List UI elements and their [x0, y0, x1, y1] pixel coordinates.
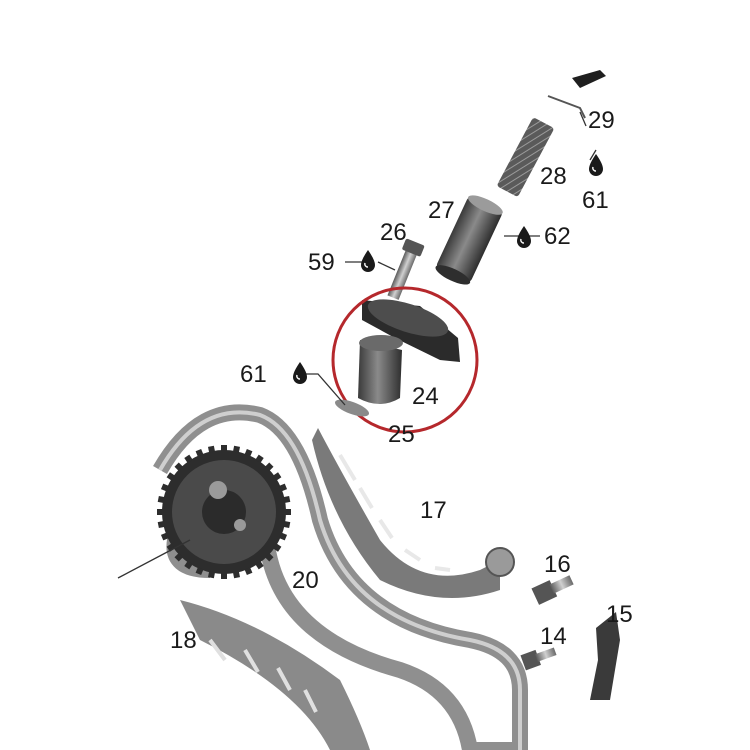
sprocket-tooth	[157, 520, 165, 529]
sprocket-tooth	[273, 472, 282, 481]
callout-61-left: 61	[240, 361, 267, 388]
part-14-bolt	[520, 647, 557, 671]
part-18-lower-guide	[180, 600, 370, 750]
callout-28: 28	[540, 163, 567, 190]
sprocket-tooth	[195, 567, 204, 576]
part-24-highlighted-component	[358, 299, 460, 404]
callout-20: 20	[292, 567, 319, 594]
callout-25: 25	[388, 421, 415, 448]
sprocket-tooth	[207, 571, 216, 579]
sprocket-tooth	[283, 495, 291, 504]
part-27-sleeve	[435, 195, 503, 285]
callout-26: 26	[380, 219, 407, 246]
sprocket-tooth	[157, 509, 163, 515]
sprocket-tooth	[184, 454, 193, 463]
part-16-pin	[531, 575, 574, 605]
callout-61-top: 61	[582, 187, 609, 214]
sprocket-tooth	[285, 509, 291, 515]
sprocket-tooth	[221, 573, 227, 579]
callout-16: 16	[544, 551, 571, 578]
callout-27: 27	[428, 197, 455, 224]
sprocket-tooth	[255, 561, 264, 570]
sprocket-tooth	[273, 543, 282, 552]
sprocket-tooth	[244, 448, 253, 457]
sprocket-tooth	[166, 472, 175, 481]
part-28-filter	[497, 118, 554, 197]
sprocket-tooth	[195, 448, 204, 457]
sprocket-tooth	[283, 520, 291, 529]
oil-drop-icon	[293, 362, 307, 384]
sprocket-tooth	[255, 454, 264, 463]
part-29-clip	[547, 70, 606, 119]
sprocket-tooth	[207, 445, 216, 453]
sprocket-tooth	[232, 571, 241, 579]
sprocket-tooth	[160, 532, 169, 541]
leader-lines	[117, 111, 597, 579]
callout-labels: 29 28 61 27 62 26 59 24 61 25 17 16 20 1…	[170, 107, 633, 654]
sprocket-tooth	[232, 445, 241, 453]
oil-drop-icon	[517, 226, 531, 248]
sprocket-tooth	[184, 561, 193, 570]
part-17-guide-rail	[312, 428, 515, 598]
sprocket-tooth	[265, 462, 274, 471]
highlight-ring	[331, 286, 479, 434]
sprocket-tooth	[279, 532, 288, 541]
part-26-bolt	[387, 238, 425, 300]
callout-59: 59	[308, 249, 335, 276]
sprocket-tooth	[265, 553, 274, 562]
callout-24: 24	[412, 383, 439, 410]
oil-drop-icon	[361, 250, 375, 272]
callout-15: 15	[606, 601, 633, 628]
sprocket-tooth	[221, 445, 227, 451]
sprocket-tooth	[244, 567, 253, 576]
callout-62: 62	[544, 223, 571, 250]
callout-17: 17	[420, 497, 447, 524]
callout-18: 18	[170, 627, 197, 654]
sprocket-tooth	[157, 495, 165, 504]
part-15-bracket	[590, 612, 620, 700]
callout-14: 14	[540, 623, 567, 650]
sprocket-tooth	[174, 462, 183, 471]
camshaft-sprocket	[157, 445, 291, 579]
sprocket-tooth	[160, 483, 169, 492]
sprocket-tooth	[279, 483, 288, 492]
callout-29: 29	[588, 107, 615, 134]
oil-drop-icon	[589, 154, 603, 176]
